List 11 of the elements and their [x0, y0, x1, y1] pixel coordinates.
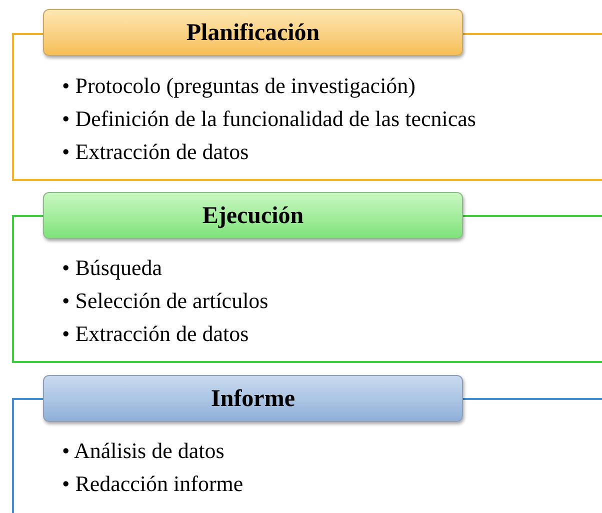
bullet-item: • Protocolo (preguntas de investigación)	[62, 72, 417, 100]
bullet-item: • Selección de artículos	[62, 287, 268, 315]
bullet-item: • Extracción de datos	[62, 320, 250, 348]
section-header: Ejecución	[43, 192, 463, 239]
bullet-item: • Búsqueda	[62, 254, 163, 282]
bullet-item: • Redacción informe	[62, 470, 244, 498]
section-header: Planificación	[43, 9, 463, 56]
bullet-item: • Definición de la funcionalidad de las tecnicas	[62, 105, 476, 133]
bullet-item: • Análisis de datos	[62, 437, 226, 465]
section-header: Informe	[43, 375, 463, 422]
bullet-item: • Extracción de datos	[62, 138, 250, 166]
